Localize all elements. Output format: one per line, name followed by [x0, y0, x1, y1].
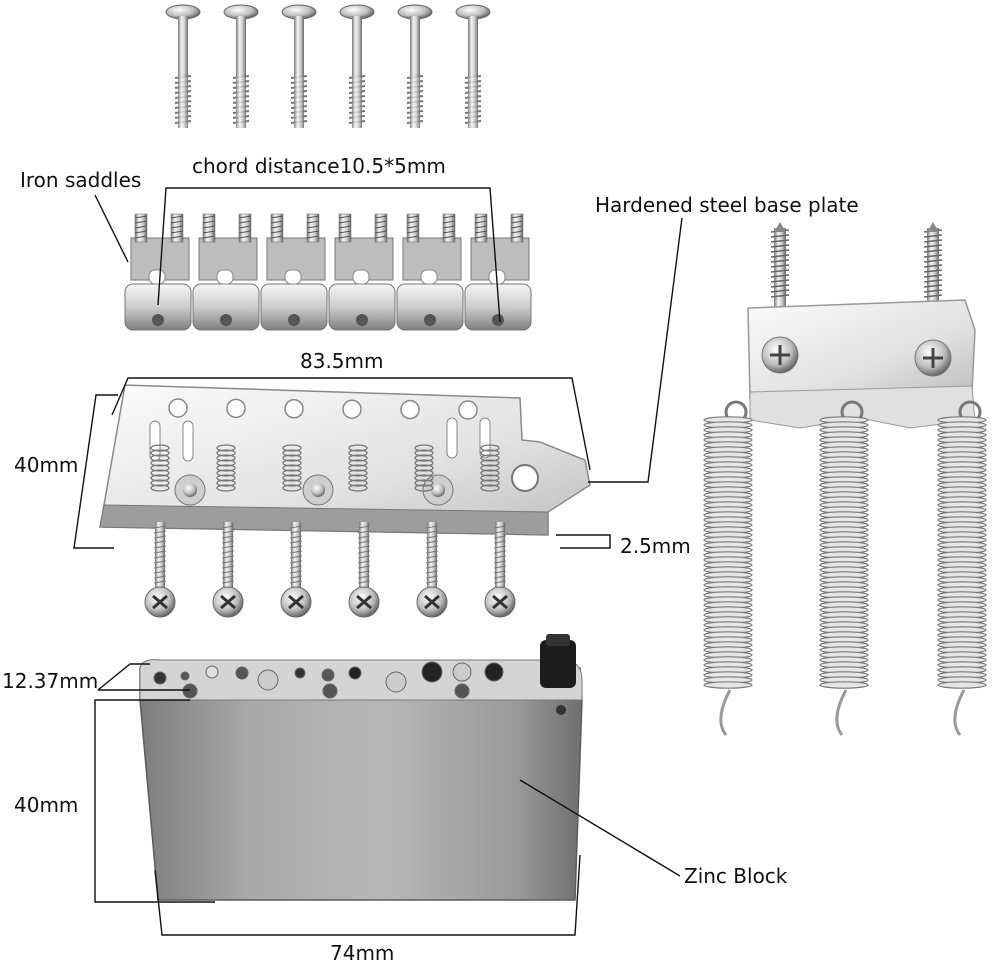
block-hole: [484, 662, 504, 682]
label-block-width: 74mm: [330, 941, 394, 964]
label-iron-saddles: Iron saddles: [20, 168, 141, 192]
label-zinc-block: Zinc Block: [684, 864, 788, 888]
label-plate-height: 40mm: [14, 453, 78, 477]
saddle-spring: [150, 444, 170, 492]
block-hole: [421, 661, 443, 683]
plate-hole: [400, 399, 420, 420]
plate-hole: [284, 399, 304, 419]
saddle: [260, 213, 328, 331]
screw: [165, 4, 201, 128]
screw: [281, 4, 317, 128]
block-hole: [180, 671, 190, 681]
label-block-height: 40mm: [14, 793, 78, 817]
block-hole: [322, 683, 338, 699]
top-screws: [165, 4, 491, 128]
screw: [397, 4, 433, 128]
label-base-plate: Hardened steel base plate: [595, 193, 859, 217]
plate-hole: [168, 398, 188, 418]
plate-hole: [226, 398, 246, 419]
spring-claw-assembly: [703, 222, 987, 736]
block-hole: [321, 668, 335, 682]
label-chord-distance: chord distance10.5*5mm: [192, 154, 446, 178]
screw: [348, 522, 380, 618]
plate-springs: [150, 444, 500, 492]
tension-spring: [703, 400, 753, 736]
saddle-spring: [282, 444, 302, 492]
screw: [455, 4, 491, 128]
iron-saddles: [124, 213, 532, 331]
screw: [144, 522, 176, 618]
saddle: [192, 213, 260, 331]
block-holes: [153, 661, 504, 699]
saddle: [396, 213, 464, 331]
block-hole: [348, 666, 362, 680]
saddle: [464, 213, 532, 331]
screw: [212, 522, 244, 618]
saddle-screws: [144, 522, 516, 618]
tension-spring: [937, 400, 987, 736]
block-hole: [385, 671, 407, 693]
plate-hole: [458, 400, 478, 420]
saddle-spring: [216, 444, 236, 492]
plate-hole: [342, 399, 362, 419]
saddle-spring: [348, 444, 368, 492]
screw: [484, 522, 516, 618]
saddle: [328, 213, 396, 331]
tension-spring: [819, 400, 869, 736]
block-hole: [153, 671, 167, 685]
plate-holes: [149, 398, 491, 506]
saddle-spring: [480, 444, 500, 492]
screw: [280, 522, 312, 618]
block-hole: [182, 683, 198, 699]
block-hole: [257, 669, 279, 691]
label-plate-thickness: 2.5mm: [620, 534, 691, 558]
block-hole: [205, 665, 219, 679]
screw: [416, 522, 448, 618]
saddle-spring: [414, 444, 434, 492]
block-hole: [452, 662, 472, 682]
label-block-depth: 12.37mm: [2, 669, 98, 693]
block-hole: [454, 683, 470, 699]
saddle: [124, 213, 192, 331]
screw: [339, 4, 375, 128]
screw: [223, 4, 259, 128]
block-hole: [294, 667, 306, 679]
block-hole: [235, 666, 249, 680]
label-plate-width: 83.5mm: [300, 349, 384, 373]
zinc-block: [139, 634, 583, 901]
base-plate: [99, 384, 591, 536]
dimension-lines: [73, 187, 683, 936]
